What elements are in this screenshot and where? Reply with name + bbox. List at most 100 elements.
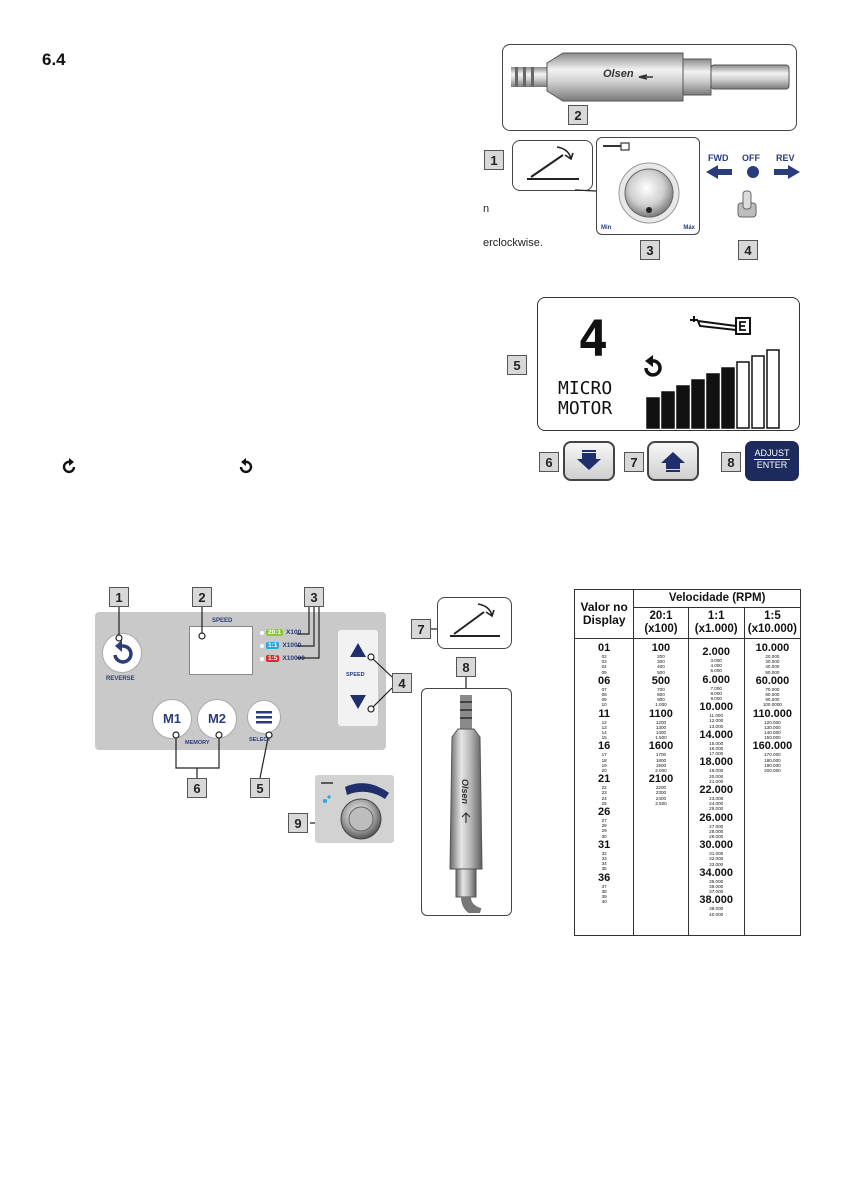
foot-pedal-icon — [450, 603, 500, 637]
speed-down-button[interactable] — [342, 684, 374, 718]
table-minor-value: 27 — [601, 818, 607, 824]
select-button[interactable] — [247, 700, 281, 734]
table-minor-value: 70.000 — [765, 686, 780, 692]
table-minor-value: 800 — [657, 692, 665, 698]
table-minor-value: 180.000 — [764, 757, 781, 763]
table-minor-value: 80.000 — [765, 692, 780, 698]
table-major-value: 110.000 — [752, 707, 792, 720]
callout-6-down: 6 — [539, 452, 559, 472]
lcd-mode-line-1: MICRO — [558, 378, 613, 399]
table-minor-value: 200 — [657, 654, 665, 659]
table-minor-value: 21.000 — [709, 778, 724, 784]
adjust-enter-button[interactable]: ADJUST ENTER — [745, 441, 799, 481]
handpiece-vertical-illustration: Olsen — [449, 695, 483, 918]
led-indicator — [260, 630, 264, 635]
table-header-display-value: Valor no Display — [573, 589, 635, 639]
lcd-speed-bar — [691, 379, 705, 429]
table-minor-value: 30.000 — [765, 659, 780, 665]
table-minor-value: 2.000 — [655, 768, 667, 774]
table-minor-value: 400 — [657, 664, 665, 670]
table-major-value: 2.000 — [702, 646, 730, 658]
enter-label: ENTER — [756, 460, 788, 470]
micromotor-handpiece-illustration: Olsen — [511, 52, 790, 102]
table-minor-value: 1800 — [655, 757, 667, 763]
table-major-value: 160.000 — [752, 740, 793, 753]
callout-4-switch: 4 — [738, 240, 758, 260]
lcd-speed-bar — [706, 373, 720, 429]
foot-pedal-icon — [527, 146, 579, 180]
table-major-value: 01 — [598, 642, 611, 654]
callout-2-handpiece: 2 — [568, 105, 588, 125]
table-major-value: 18.000 — [699, 756, 734, 769]
speed-display-label: SPEED — [212, 618, 233, 624]
callout-7-up: 7 — [624, 452, 644, 472]
lcd-reverse-rotation-icon — [644, 355, 662, 377]
table-major-value: 38.000 — [699, 894, 734, 907]
table-major-value: 1100 — [649, 707, 673, 720]
table-major-value: 31 — [598, 838, 611, 851]
table-major-value: 10.000 — [699, 701, 734, 714]
table-major-value: 2100 — [648, 773, 674, 786]
table-minor-value: 02 — [601, 654, 607, 659]
table-minor-value: 500 — [657, 669, 665, 675]
table-minor-value: 2400 — [655, 795, 667, 801]
speed-dial-illustration — [603, 142, 680, 224]
lcd-up-button[interactable] — [647, 441, 699, 481]
lcd-down-button[interactable] — [563, 441, 615, 481]
table-minor-value: 28.000 — [709, 828, 724, 834]
callout-1-pedal: 1 — [484, 150, 504, 170]
lcd-speed-bar — [646, 397, 660, 429]
table-minor-value: 13 — [601, 724, 607, 730]
table-minor-value: 200.000 — [764, 768, 781, 774]
table-minor-value: 19 — [601, 762, 607, 768]
callout-6-memory: 6 — [187, 778, 207, 798]
table-major-value: 30.000 — [699, 839, 734, 852]
table-minor-value: 20.000 — [765, 654, 780, 659]
dial-min-label: Min — [601, 225, 612, 231]
ratio-tag: 1:1 — [266, 642, 280, 649]
ratio-led-1-5: 1:5 X10000 — [260, 655, 305, 662]
memory-m1-button[interactable]: M1 — [152, 699, 192, 739]
table-minor-value: 33.000 — [709, 861, 724, 867]
reverse-label: REVERSE — [106, 676, 135, 682]
lcd-speed-bar — [676, 385, 690, 429]
switch-fwd-label: FWD — [708, 153, 729, 163]
table-major-value: 26 — [598, 806, 611, 819]
table-minor-value: 2300 — [655, 790, 667, 796]
speed-dial-frame: Min Máx — [596, 137, 700, 235]
switch-rev-label: REV — [776, 153, 795, 163]
table-minor-value: 23.000 — [709, 796, 724, 802]
table-minor-value: 40.000 — [709, 911, 724, 917]
column-ratio: 1:1 — [707, 610, 725, 622]
speed-up-button[interactable] — [342, 634, 374, 668]
table-minor-value: 35 — [601, 866, 607, 872]
select-label: SELECT — [249, 737, 271, 743]
lcd-speed-bar — [721, 367, 735, 429]
spray-dial[interactable] — [315, 775, 394, 843]
table-minor-value: 08 — [601, 692, 607, 698]
table-minor-value: 1300 — [655, 724, 667, 730]
direction-switch[interactable]: FWD OFF REV — [704, 153, 804, 233]
control-panel: REVERSE SPEED 20:1 X100 1:1 X1000 1:5 X1… — [95, 612, 386, 750]
table-minor-value: 90.000 — [765, 697, 780, 703]
callout-8-handpiece: 8 — [456, 657, 476, 677]
table-minor-value: 32 — [601, 850, 607, 856]
table-minor-value: 29 — [601, 828, 607, 834]
table-minor-value: 31.000 — [709, 851, 724, 857]
table-minor-value: 1900 — [655, 762, 667, 768]
table-major-value: 34.000 — [699, 866, 734, 879]
callout-5-lcd: 5 — [507, 355, 527, 375]
text-fragment-2: erclockwise. — [483, 237, 543, 249]
table-minor-value: 37 — [601, 883, 607, 889]
ratio-tag: 20:1 — [266, 629, 284, 636]
table-major-value: 22.000 — [699, 784, 734, 797]
table-minor-value: 16.000 — [709, 746, 724, 752]
table-major-value: 26.000 — [699, 811, 734, 824]
callout-5-select: 5 — [250, 778, 270, 798]
table-minor-value: 170.000 — [764, 752, 781, 758]
panel-handpiece-frame: Olsen — [421, 688, 512, 918]
table-major-value: 06 — [598, 674, 611, 687]
table-minor-value: 33 — [601, 856, 607, 862]
